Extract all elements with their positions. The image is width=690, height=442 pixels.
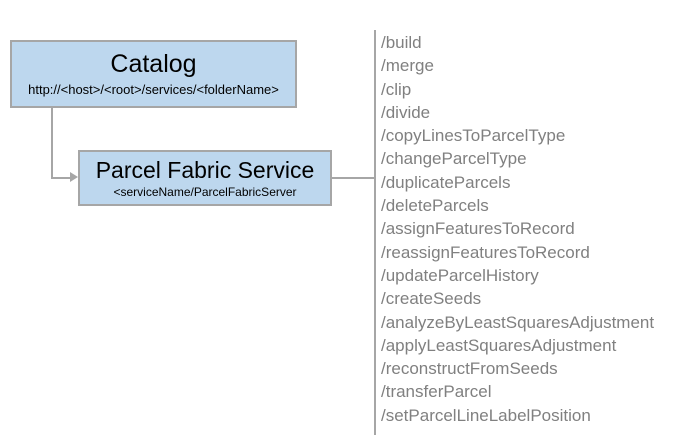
- operation-item: /applyLeastSquaresAdjustment: [381, 335, 617, 355]
- operation-item: /updateParcelHistory: [381, 265, 539, 285]
- operation-item: /merge: [381, 56, 434, 76]
- arrowhead-icon: [70, 172, 78, 182]
- operation-item: /createSeeds: [381, 289, 482, 309]
- node-service-path: <serviceName/ParcelFabricServer: [113, 184, 297, 199]
- operation-item: /changeParcelType: [381, 149, 527, 169]
- operation-item: /reconstructFromSeeds: [381, 359, 558, 379]
- node-catalog-title: Catalog: [110, 50, 197, 78]
- connector-catalog-vertical: [51, 108, 53, 178]
- operation-item: /divide: [381, 102, 431, 122]
- operations-list: /build/merge/clip/divide/copyLinesToParc…: [381, 31, 681, 427]
- operation-item: /build: [381, 33, 422, 52]
- node-catalog: Catalog http://<host>/<root>/services/<f…: [10, 40, 297, 108]
- operation-item: /assignFeaturesToRecord: [381, 219, 575, 239]
- node-parcel-fabric-service: Parcel Fabric Service <serviceName/Parce…: [78, 150, 332, 206]
- connector-service-to-operations: [332, 177, 375, 179]
- operation-item: /duplicateParcels: [381, 172, 511, 192]
- operation-item: /copyLinesToParcelType: [381, 126, 566, 146]
- connector-catalog-horizontal: [51, 177, 73, 179]
- operation-item: /analyzeByLeastSquaresAdjustment: [381, 312, 655, 332]
- operation-item: /transferParcel: [381, 382, 492, 402]
- operation-item: /reassignFeaturesToRecord: [381, 242, 590, 262]
- node-catalog-url: http://<host>/<root>/services/<folderNam…: [28, 82, 279, 97]
- operation-item: /setParcelLineLabelPosition: [381, 405, 591, 425]
- operation-item: /deleteParcels: [381, 196, 489, 216]
- operation-item: /clip: [381, 79, 412, 99]
- operations-divider: [374, 30, 376, 435]
- node-service-title: Parcel Fabric Service: [95, 156, 315, 183]
